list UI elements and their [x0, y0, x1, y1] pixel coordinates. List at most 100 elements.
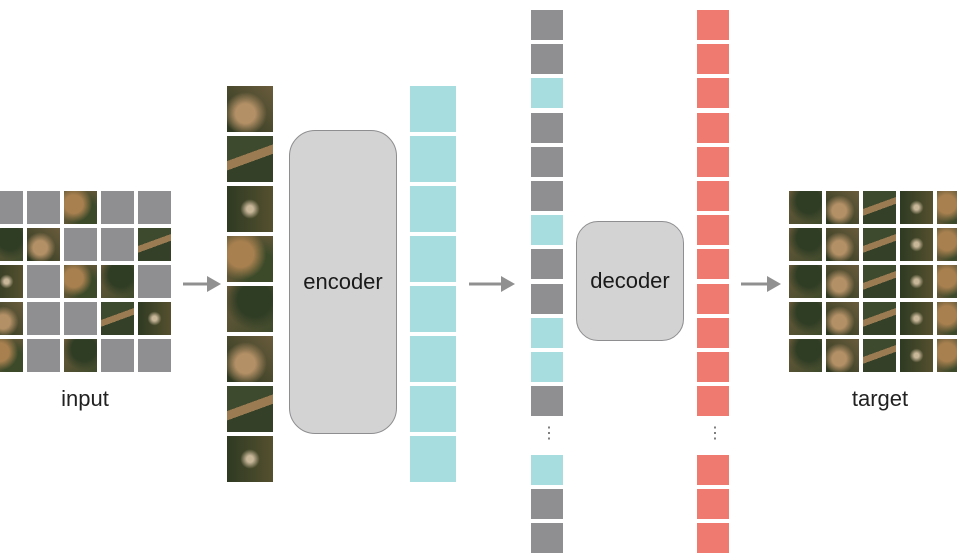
ellipsis-icon: ⋮: [541, 425, 557, 443]
target-patch: [789, 265, 822, 298]
encoded-token: [410, 236, 456, 282]
decoder-output-token: [697, 78, 729, 109]
visible-patch: [227, 436, 273, 482]
target-patch: [937, 191, 957, 224]
decoder-output-token: [697, 454, 729, 485]
target-patch: [826, 265, 859, 298]
mask-token: [531, 44, 563, 75]
mask-token: [531, 249, 563, 280]
decoder-label: decoder: [590, 268, 670, 293]
masked-patch: [0, 191, 23, 224]
masked-patch: [27, 339, 60, 372]
target-patch: [789, 191, 822, 224]
encoded-token: [410, 436, 456, 482]
visible-patch: [227, 136, 273, 182]
visible-patch: [0, 228, 23, 261]
visible-patch: [101, 265, 134, 298]
decoder-output-token: [697, 44, 729, 75]
target-label: target: [851, 386, 909, 411]
target-patch: [900, 339, 933, 372]
masked-patch: [101, 191, 134, 224]
decoder-output-token: [697, 317, 729, 348]
target-patch: [789, 339, 822, 372]
mask-token: [531, 523, 563, 553]
visible-patch: [138, 302, 171, 335]
mask-token: [531, 181, 563, 211]
target-patch: [863, 265, 896, 298]
masked-patch: [138, 339, 171, 372]
target-patch: [826, 191, 859, 224]
target-patch: [900, 302, 933, 335]
target-image-grid: [789, 191, 957, 372]
decoder-output-tokens: ⋮: [697, 10, 729, 556]
encoded-token: [410, 86, 456, 132]
target-patch: [863, 191, 896, 224]
visible-patch: [64, 339, 97, 372]
target-patch: [863, 302, 896, 335]
arrow-right-icon: [469, 276, 515, 292]
token-sequence-with-mask-tokens: ⋮: [531, 10, 563, 556]
masked-patch: [27, 191, 60, 224]
target-patch: [863, 339, 896, 372]
masked-patch: [27, 302, 60, 335]
masked-patch: [101, 228, 134, 261]
target-patch: [937, 339, 957, 372]
encoded-token: [410, 186, 456, 232]
arrow-right-icon: [741, 276, 781, 292]
masked-patch: [27, 265, 60, 298]
arrow-right-icon: [183, 276, 221, 292]
decoder-output-token: [697, 386, 729, 417]
encoded-token: [410, 336, 456, 382]
target-patch: [789, 228, 822, 261]
encoded-token: [410, 286, 456, 332]
target-patch: [826, 302, 859, 335]
decoder-output-token: [697, 215, 729, 246]
target-patch: [900, 265, 933, 298]
visible-patch: [227, 386, 273, 432]
masked-patch: [138, 191, 171, 224]
visible-patch: [227, 336, 273, 382]
target-patch: [863, 228, 896, 261]
decoder-output-token: [697, 488, 729, 519]
target-patch: [937, 265, 957, 298]
mask-token: [531, 10, 563, 40]
mask-token: [531, 112, 563, 143]
visible-patch: [101, 302, 134, 335]
target-patch: [826, 339, 859, 372]
mask-token: [531, 488, 563, 519]
decoder-output-token: [697, 112, 729, 143]
visible-patch: [27, 228, 60, 261]
decoder-output-token: [697, 181, 729, 211]
visible-patch: [227, 286, 273, 332]
target-patch: [900, 191, 933, 224]
ellipsis-icon: ⋮: [707, 425, 723, 443]
decoder-output-token: [697, 146, 729, 177]
encoded-token: [531, 317, 563, 348]
visible-patch: [227, 186, 273, 232]
visible-patch: [64, 265, 97, 298]
target-patch: [937, 302, 957, 335]
visible-patch: [227, 236, 273, 282]
encoder-label: encoder: [303, 269, 383, 294]
encoded-token: [410, 136, 456, 182]
target-patch: [789, 302, 822, 335]
visible-patch: [0, 265, 23, 298]
encoded-token: [531, 78, 563, 109]
encoded-token: [531, 454, 563, 485]
visible-patches-column: [227, 86, 273, 482]
decoder-output-token: [697, 352, 729, 382]
encoded-token: [531, 215, 563, 246]
encoded-tokens-column: [410, 86, 456, 482]
visible-patch: [138, 228, 171, 261]
encoded-token: [410, 386, 456, 432]
target-patch: [937, 228, 957, 261]
encoder-block: encoder: [289, 130, 397, 434]
visible-patch: [227, 86, 273, 132]
decoder-output-token: [697, 283, 729, 314]
target-patch: [826, 228, 859, 261]
mask-token: [531, 146, 563, 177]
target-patch: [900, 228, 933, 261]
mask-token: [531, 386, 563, 417]
input-label: input: [61, 386, 109, 411]
